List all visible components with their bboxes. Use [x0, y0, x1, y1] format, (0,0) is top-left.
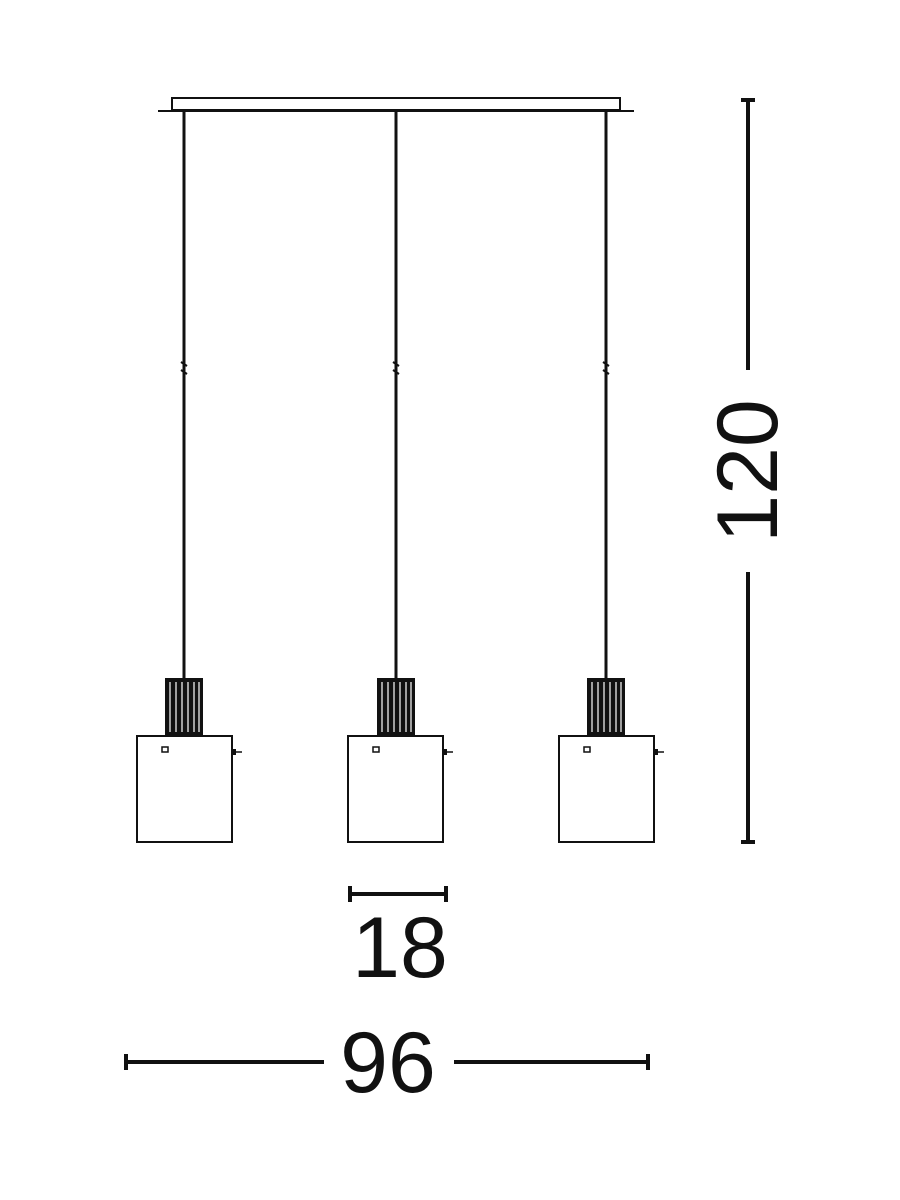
ceiling-canopy: [158, 97, 634, 112]
shade-width-dimension: 18: [348, 886, 448, 996]
pendant-right: [558, 111, 664, 843]
height-dimension: 120: [700, 98, 796, 844]
shade-width-label: 18: [352, 900, 448, 996]
lamp-holder-left: [165, 678, 203, 736]
total-width-dimension: 96: [124, 1015, 650, 1111]
glass-shade-left: [136, 735, 242, 843]
lamp-holder-right: [587, 678, 625, 736]
pendant-center: [347, 111, 453, 843]
lamp-holder-center: [377, 678, 415, 736]
total-width-label: 96: [340, 1015, 436, 1111]
pendant-left: [136, 111, 242, 843]
glass-shade-center: [347, 735, 453, 843]
height-label: 120: [700, 399, 796, 543]
glass-shade-right: [558, 735, 664, 843]
